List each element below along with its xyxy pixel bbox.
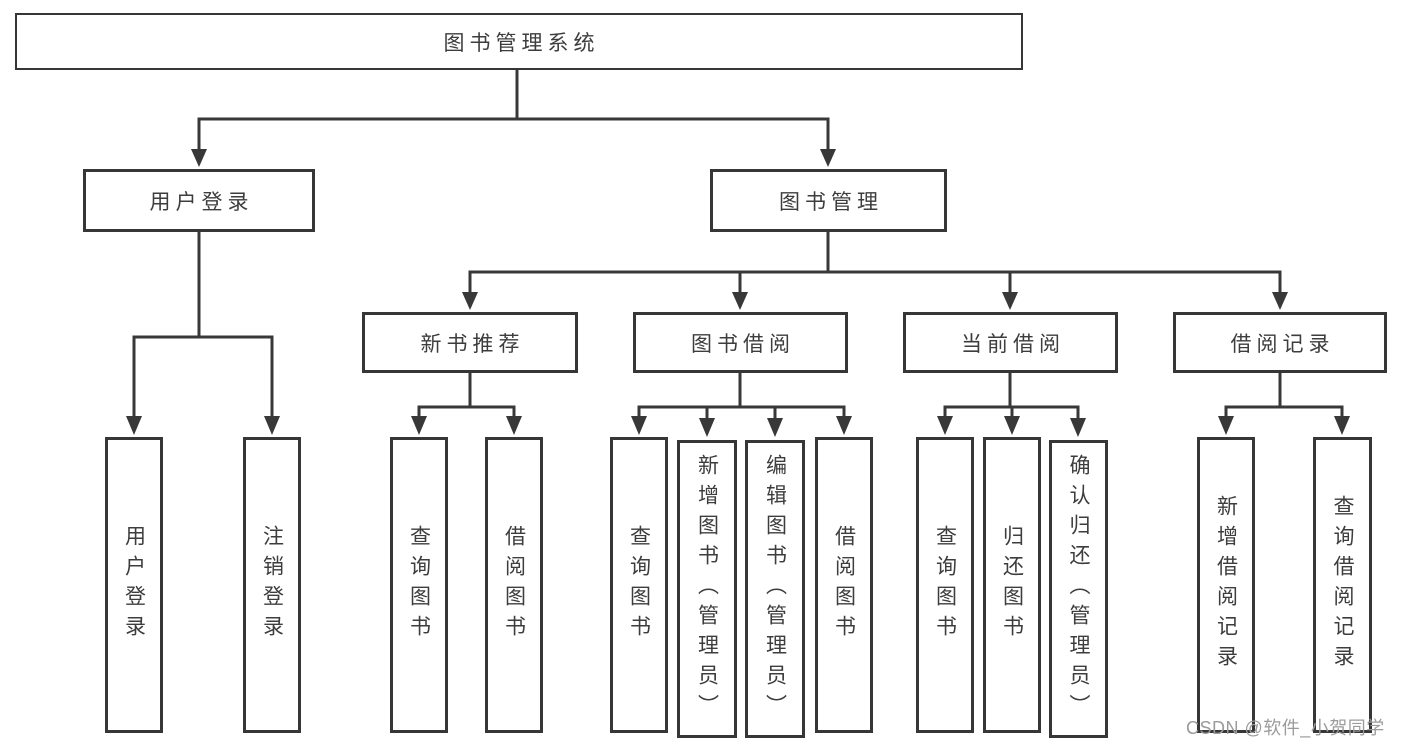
csdn-watermark: CSDN @软件_小贺同学: [1186, 718, 1385, 738]
leaf-query-books-borrow: 查询图书: [610, 437, 668, 733]
node-book-borrow-label: 图书借阅: [691, 332, 795, 356]
leaf-add-borrow-record: 新增借阅记录: [1197, 437, 1255, 733]
node-new-book-recommend-label: 新书推荐: [420, 332, 525, 356]
node-new-book-recommend: 新书推荐: [362, 312, 578, 373]
leaf-confirm-return-admin: 确认归还（管理员）: [1049, 440, 1108, 738]
connector-borrow-bus: [637, 405, 846, 420]
node-borrow-records: 借阅记录: [1173, 312, 1387, 373]
node-user-login: 用户登录: [83, 169, 315, 232]
node-current-borrow: 当前借阅: [903, 312, 1118, 373]
node-library-system: 图书管理系统: [15, 13, 1023, 70]
leaf-borrow-books: 借阅图书: [815, 437, 873, 733]
node-book-management-label: 图书管理: [779, 190, 883, 214]
node-book-borrow: 图书借阅: [633, 312, 848, 373]
leaf-query-borrow-record: 查询借阅记录: [1313, 437, 1372, 733]
node-borrow-records-label: 借阅记录: [1230, 332, 1335, 356]
node-current-borrow-label: 当前借阅: [961, 332, 1065, 356]
connector-records-bus: [1224, 405, 1344, 420]
connector-root-bus: [197, 117, 830, 152]
connector-newbook-bus: [417, 405, 516, 420]
leaf-borrow-books-recommend: 借阅图书: [485, 437, 543, 733]
leaf-add-book-admin: 新增图书（管理员）: [677, 440, 737, 738]
connector-userlogin-bus: [132, 335, 274, 420]
leaf-user-login: 用户登录: [105, 437, 163, 733]
node-library-system-label: 图书管理系统: [443, 31, 600, 55]
node-user-login-label: 用户登录: [149, 190, 254, 214]
leaf-query-books-current: 查询图书: [916, 437, 974, 733]
leaf-return-book: 归还图书: [983, 437, 1041, 733]
node-book-management: 图书管理: [710, 169, 947, 232]
leaf-edit-book-admin: 编辑图书（管理员）: [745, 440, 805, 738]
connector-bookmgmt-bus: [468, 270, 1282, 295]
leaf-query-books-recommend: 查询图书: [390, 437, 448, 733]
leaf-logout: 注销登录: [243, 437, 301, 733]
arrowheads: [126, 149, 1350, 437]
